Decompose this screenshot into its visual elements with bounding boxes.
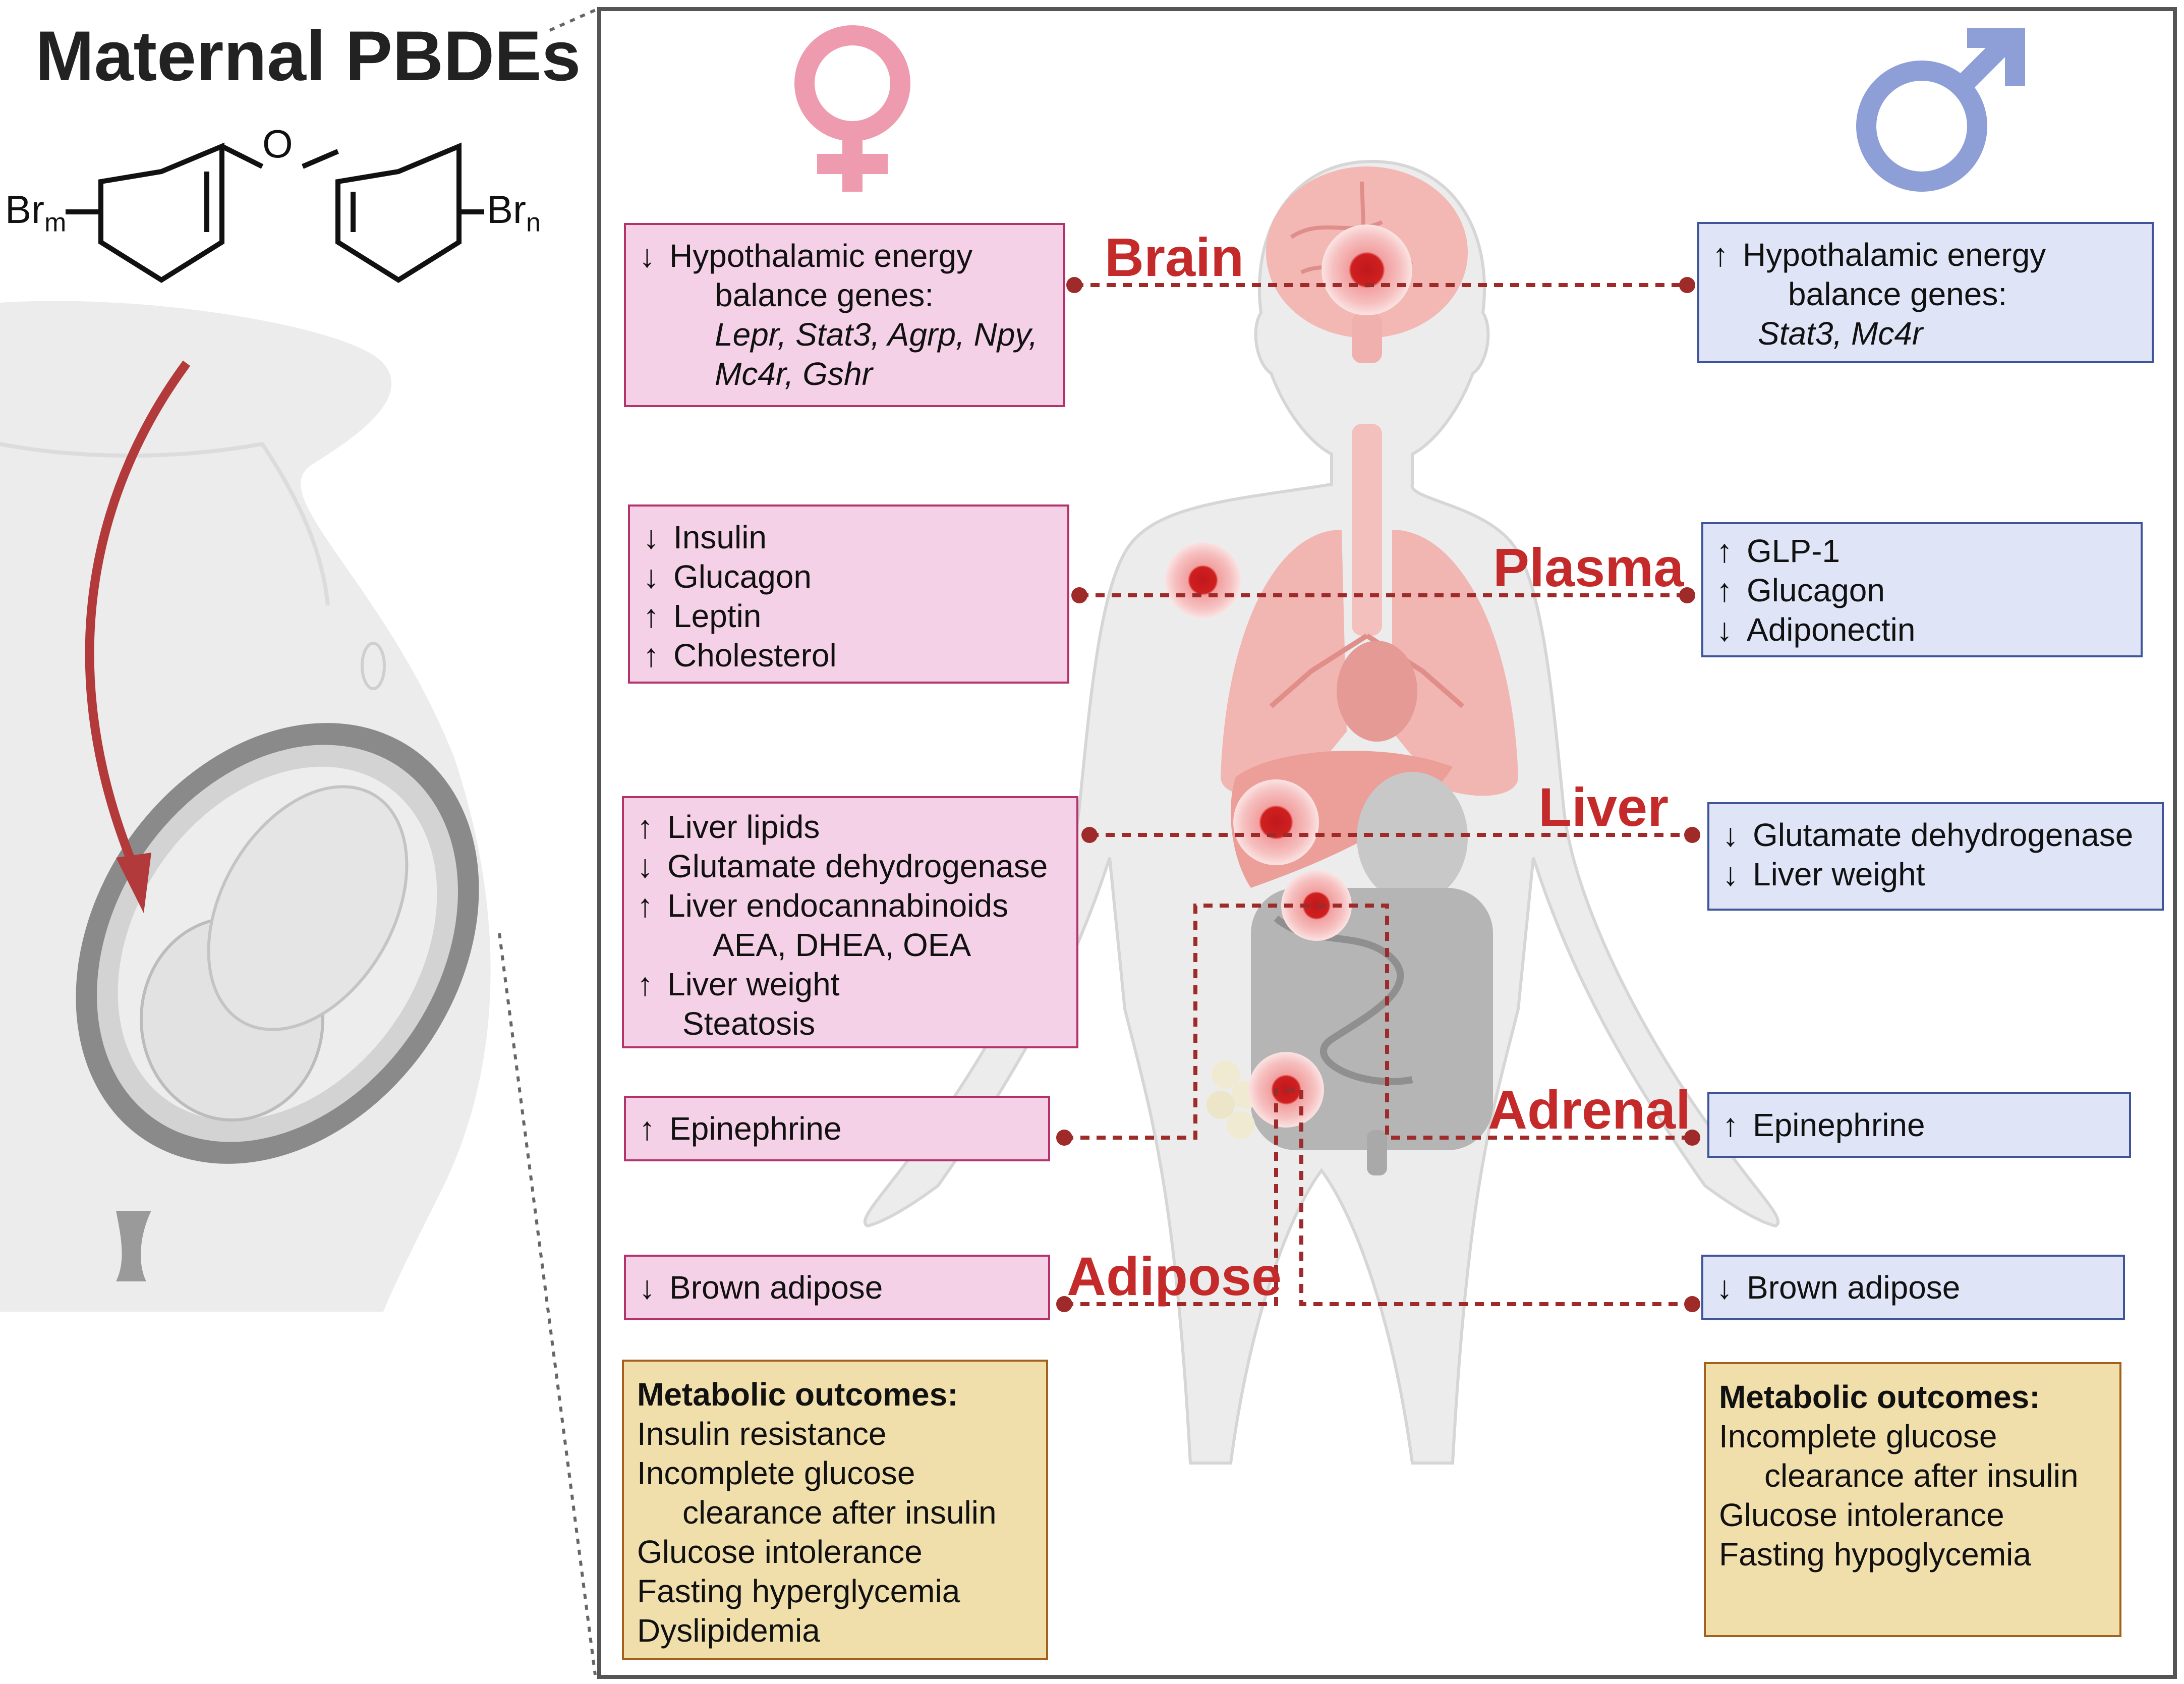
female-plasma-item: ↑Cholesterol: [643, 637, 837, 673]
zoom-line-bottom: [498, 933, 597, 1675]
male-outcome-item: Fasting hypoglycemia: [1719, 1536, 2031, 1573]
female-adrenal-item: ↑Epinephrine: [639, 1110, 842, 1147]
page-title: Maternal PBDEs: [35, 16, 581, 95]
chem-right-substituent: Brn: [487, 187, 541, 238]
male-outcomes-heading: Metabolic outcomes:: [1719, 1379, 2040, 1415]
female-brain-genes-1: Lepr, Stat3, Agrp, Npy,: [715, 316, 1038, 353]
male-brain-line2: balance genes:: [1788, 276, 2007, 312]
connector-dots: [1056, 277, 1700, 1312]
organ-label-plasma: Plasma: [1493, 537, 1684, 598]
target-marker-icon: [1165, 542, 1241, 618]
male-liver-box: ↓Glutamate dehydrogenase ↓Liver weight: [1707, 802, 2164, 911]
male-adipose-box: ↓Brown adipose: [1701, 1255, 2125, 1320]
panel-frame: [597, 7, 2177, 1679]
female-liver-steatosis: Steatosis: [682, 1005, 816, 1042]
female-outcomes-box: Metabolic outcomes: Insulin resistance I…: [622, 1360, 1048, 1660]
male-adipose-item: ↓Brown adipose: [1716, 1269, 1961, 1306]
chem-oxygen: O: [262, 122, 293, 166]
organ-label-adrenal: Adrenal: [1488, 1079, 1691, 1140]
male-symbol-icon: [1856, 28, 2025, 192]
female-plasma-item: ↓Insulin: [643, 519, 767, 555]
female-adipose-box: ↓Brown adipose: [624, 1255, 1050, 1320]
male-brain-box: ↑Hypothalamic energy balance genes: Stat…: [1697, 222, 2154, 363]
target-marker-icon: [1233, 779, 1319, 865]
female-symbol-icon: [794, 25, 910, 192]
female-liver-item: ↓Glutamate dehydrogenase: [637, 848, 1048, 884]
connectors: [1064, 283, 1692, 1306]
zoom-line-top: [549, 9, 596, 32]
female-plasma-box: ↓Insulin ↓Glucagon ↑Leptin ↑Cholesterol: [628, 504, 1069, 684]
female-liver-item: ↑Liver endocannabinoids: [637, 887, 1009, 924]
female-outcome-item: Incomplete glucose: [637, 1455, 915, 1491]
male-plasma-item: ↑Glucagon: [1716, 572, 1885, 608]
fetus-icon: [76, 723, 479, 1281]
female-outcome-item: clearance after insulin: [682, 1494, 997, 1531]
male-outcome-item: Glucose intolerance: [1719, 1497, 2004, 1533]
male-outcome-item: Incomplete glucose: [1719, 1418, 1997, 1454]
female-liver-item: ↑Liver weight: [637, 966, 840, 1002]
female-outcome-item: Glucose intolerance: [637, 1534, 923, 1570]
male-plasma-item: ↑GLP-1: [1716, 533, 1840, 569]
female-outcome-item: Insulin resistance: [637, 1416, 887, 1452]
male-plasma-item: ↓Adiponectin: [1716, 611, 1916, 648]
female-brain-line1: ↓Hypothalamic energy: [639, 238, 973, 274]
female-adipose-item: ↓Brown adipose: [639, 1269, 883, 1306]
female-outcome-item: Dyslipidemia: [637, 1612, 820, 1649]
organ-label-adipose: Adipose: [1067, 1246, 1282, 1307]
male-brain-genes: Stat3, Mc4r: [1758, 315, 1923, 352]
intestine-icon: [1251, 888, 1493, 1175]
male-brain-line1: ↑Hypothalamic energy: [1712, 237, 2046, 273]
target-marker-icon: [1321, 224, 1412, 315]
female-brain-box: ↓Hypothalamic energy balance genes: Lepr…: [624, 223, 1065, 407]
male-outcomes-box: Metabolic outcomes: Incomplete glucose c…: [1704, 1362, 2121, 1637]
male-plasma-box: ↑GLP-1 ↑Glucagon ↓Adiponectin: [1701, 522, 2143, 657]
female-brain-genes-2: Mc4r, Gshr: [715, 356, 873, 392]
female-liver-endocannabinoids: AEA, DHEA, OEA: [713, 927, 971, 963]
chem-left-substituent: Brm: [5, 187, 67, 238]
male-adrenal-box: ↑Epinephrine: [1707, 1092, 2131, 1158]
female-outcomes-heading: Metabolic outcomes:: [637, 1376, 958, 1413]
male-outcome-item: clearance after insulin: [1764, 1457, 2079, 1494]
male-adrenal-item: ↑Epinephrine: [1722, 1107, 1925, 1143]
adipose-icon: [1206, 1060, 1260, 1139]
female-outcome-item: Fasting hyperglycemia: [637, 1573, 960, 1609]
female-plasma-item: ↓Glucagon: [643, 558, 812, 595]
female-adrenal-box: ↑Epinephrine: [624, 1096, 1050, 1161]
male-liver-item: ↓Liver weight: [1722, 856, 1925, 892]
female-plasma-item: ↑Leptin: [643, 598, 762, 634]
pbde-structure-icon: [66, 142, 484, 283]
organ-label-liver: Liver: [1538, 776, 1669, 837]
female-brain-line2: balance genes:: [715, 277, 934, 313]
organ-label-brain: Brain: [1105, 227, 1244, 288]
female-liver-box: ↑Liver lipids ↓Glutamate dehydrogenase ↑…: [622, 796, 1078, 1048]
transfer-arrow-icon: [85, 360, 191, 913]
female-liver-item: ↑Liver lipids: [637, 809, 820, 845]
trachea-icon: [1352, 424, 1382, 636]
male-liver-item: ↓Glutamate dehydrogenase: [1722, 817, 2134, 853]
